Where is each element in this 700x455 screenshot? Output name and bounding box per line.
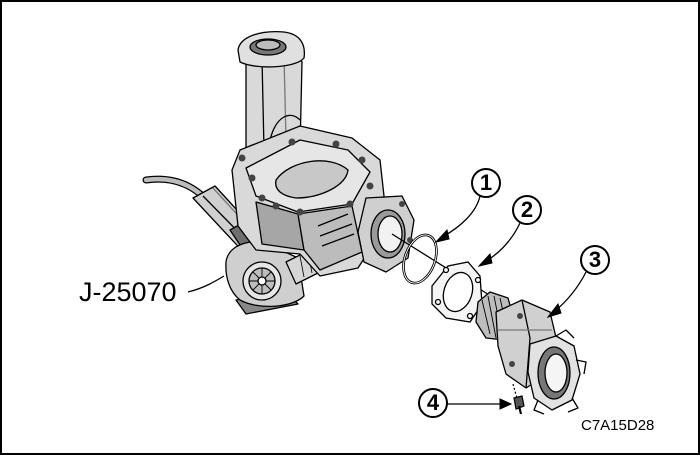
callout-number-1: 1 <box>479 170 493 195</box>
callout-circle-icon <box>580 245 610 275</box>
figure-code: C7A15D28 <box>581 417 655 434</box>
gear-housing-part <box>475 291 587 415</box>
gasket-part <box>431 261 483 323</box>
housing-bolts <box>238 138 413 243</box>
callout-circle-icon <box>471 168 501 198</box>
callout-number-2: 2 <box>520 197 534 222</box>
callout-number-3: 3 <box>588 247 602 272</box>
o-ring-part <box>402 233 438 285</box>
bolt-part <box>512 383 525 415</box>
callout-circle-icon <box>418 388 448 418</box>
tool-label: J-25070 <box>79 277 177 307</box>
callout-number-4: 4 <box>426 390 440 415</box>
callout-graphics <box>187 168 610 418</box>
tool-label-leader <box>187 275 225 293</box>
transfer-case-housing <box>231 30 415 277</box>
heat-gun-tool <box>142 175 343 315</box>
callout-circle-icon <box>512 195 542 225</box>
